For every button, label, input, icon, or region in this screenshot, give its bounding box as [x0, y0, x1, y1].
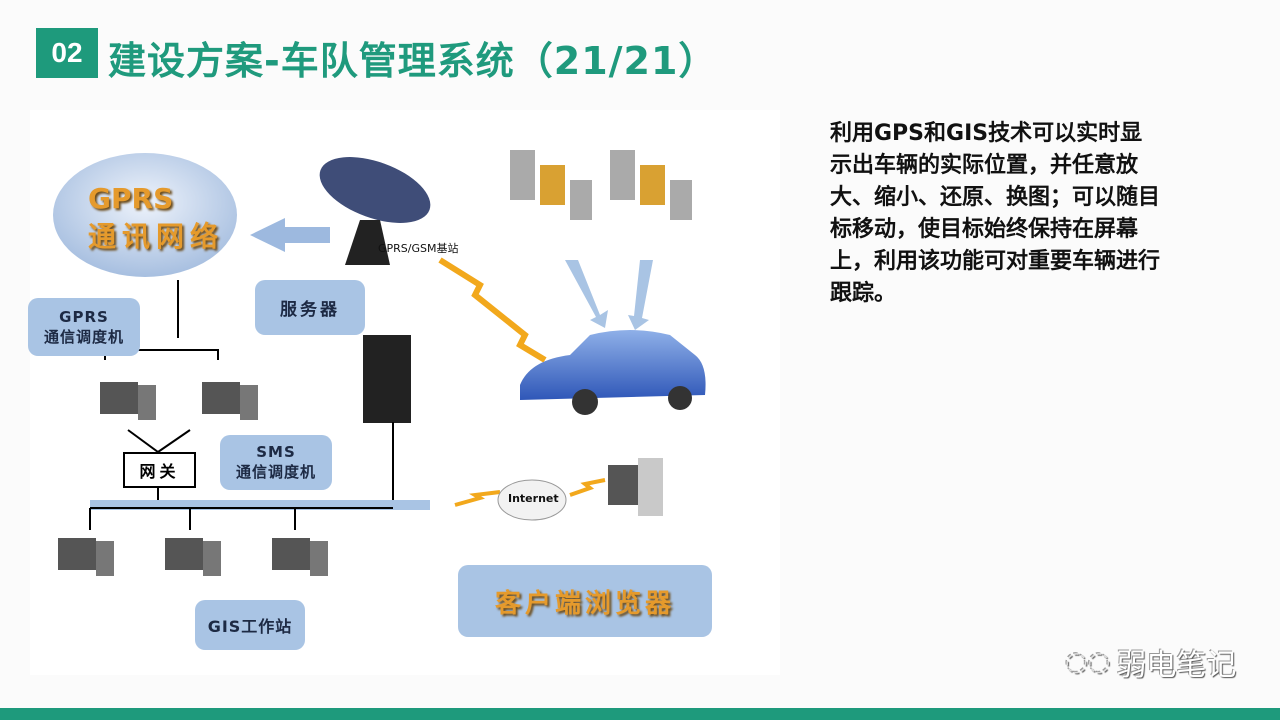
sms-dispatcher-label-2: 通信调度机 [235, 463, 316, 481]
base-station-label: GPRS/GSM基站 [378, 242, 459, 255]
car-icon [520, 330, 706, 415]
gprs-network-ellipse [53, 153, 237, 277]
gis-station-label: GIS工作站 [207, 617, 293, 636]
server-label: 服务器 [280, 300, 340, 320]
page-title: 建设方案-车队管理系统（21/21） [108, 39, 718, 83]
footer-bar [0, 708, 1280, 720]
server-icon [363, 335, 411, 423]
description-text: 利用GPS和GIS技术可以实时显示出车辆的实际位置，并任意放大、缩小、还原、换图… [830, 121, 1161, 306]
diagram-graphics [53, 150, 706, 576]
server-bubble: 服务器 [255, 280, 365, 335]
computer-icon [100, 382, 156, 420]
down-arrow-icon [565, 260, 608, 328]
client-browser-bubble: 客户端浏览器 [458, 565, 712, 637]
gprs-network-label-2: 通讯网络 [88, 220, 225, 253]
section-number: 02 [36, 28, 98, 78]
gateway-box: 网关 [123, 452, 196, 488]
internet-cloud [497, 479, 567, 521]
watermark-label: 弱电笔记 [1116, 648, 1237, 683]
watermark: ◌◌弱电笔记 [1065, 640, 1236, 684]
gprs-dispatcher-label-2: 通信调度机 [43, 327, 124, 346]
lightning-icon [569, 478, 606, 497]
lightning-icon [454, 490, 501, 507]
satellite-icon [610, 150, 692, 220]
lightning-icon [438, 257, 547, 363]
computer-icon [272, 538, 328, 576]
computer-icon [608, 458, 663, 516]
gateway-label: 网关 [139, 462, 180, 481]
gprs-dispatcher-label-1: GPRS [59, 307, 109, 326]
satellite-icon [510, 150, 592, 220]
gis-station-bubble: GIS工作站 [195, 600, 305, 650]
computer-icon [202, 382, 258, 420]
network-bus [90, 500, 430, 510]
left-arrow-icon [250, 218, 330, 252]
sms-dispatcher-bubble: SMS 通信调度机 [220, 435, 332, 490]
internet-label: Internet [508, 492, 559, 505]
computer-icon [165, 538, 221, 576]
sms-dispatcher-label-1: SMS [256, 443, 296, 461]
wechat-icon: ◌◌ [1065, 647, 1111, 677]
down-arrow-icon [628, 260, 653, 330]
computer-icon [58, 538, 114, 576]
satellite-dish-icon [319, 157, 431, 265]
gprs-network-label-1: GPRS [88, 182, 174, 215]
client-browser-label: 客户端浏览器 [494, 588, 675, 619]
